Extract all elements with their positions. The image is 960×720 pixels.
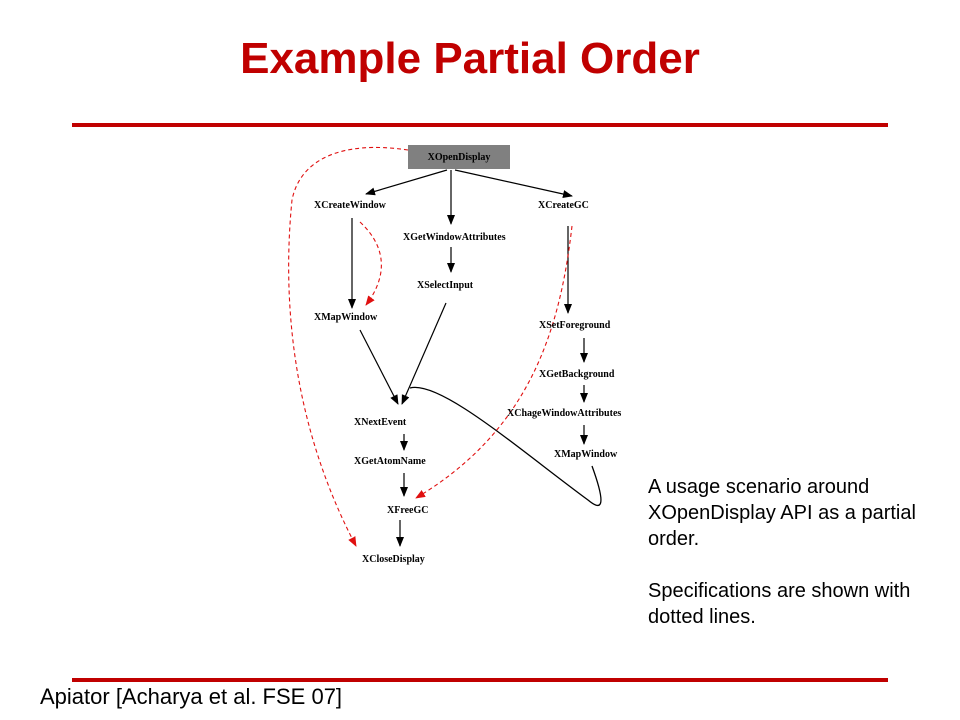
node-xclosedisplay: XCloseDisplay: [362, 554, 425, 565]
edge-open-to-createwindow: [365, 169, 448, 196]
footer-citation: Apiator [Acharya et al. FSE 07]: [40, 684, 343, 709]
node-xselectinput: XSelectInput: [417, 280, 474, 291]
node-xcreategc: XCreateGC: [538, 200, 589, 211]
spec-edge-createwindow-to-mapwindow: [359, 221, 382, 306]
edge-mapwindow-to-nextevent: [359, 329, 399, 405]
node-xmapwindow-left: XMapWindow: [314, 312, 378, 323]
node-xchagewindowattributes: XChageWindowAttributes: [507, 408, 621, 419]
edge-open-to-creategc: [454, 169, 573, 198]
node-xfreegc: XFreeGC: [387, 505, 428, 516]
node-xgetwindowattributes: XGetWindowAttributes: [403, 232, 506, 243]
caption-paragraph: A usage scenario around XOpenDisplay API…: [648, 476, 916, 550]
spec-edge-creategc-to-freegc: [415, 225, 573, 499]
slide-title: Example Partial Order: [240, 34, 700, 83]
edge-selectinput-to-nextevent: [401, 302, 447, 405]
node-xnextevent: XNextEvent: [354, 417, 407, 428]
node-xcreatewindow: XCreateWindow: [314, 200, 387, 211]
node-xmapwindow-right: XMapWindow: [554, 449, 618, 460]
node-labels: XOpenDisplay XCreateWindow XCreateGC XGe…: [314, 152, 621, 565]
node-xgetbackground: XGetBackground: [539, 369, 615, 380]
title-divider: [72, 123, 888, 127]
edge-mapwindow-loop-to-nextevent: [409, 386, 602, 507]
caption: A usage scenario around XOpenDisplay API…: [648, 474, 938, 656]
node-xsetforeground: XSetForeground: [539, 320, 611, 331]
spec-edge-open-to-closedisplay: [288, 146, 409, 547]
footer-divider: [72, 678, 888, 682]
caption-paragraph: Specifications are shown with dotted lin…: [648, 580, 911, 628]
node-xgetatomname: XGetAtomName: [354, 456, 426, 467]
solid-edges: [348, 169, 602, 547]
specification-edges: [288, 146, 573, 547]
root-node-box: [408, 145, 510, 169]
node-xopendisplay: XOpenDisplay: [428, 152, 491, 163]
